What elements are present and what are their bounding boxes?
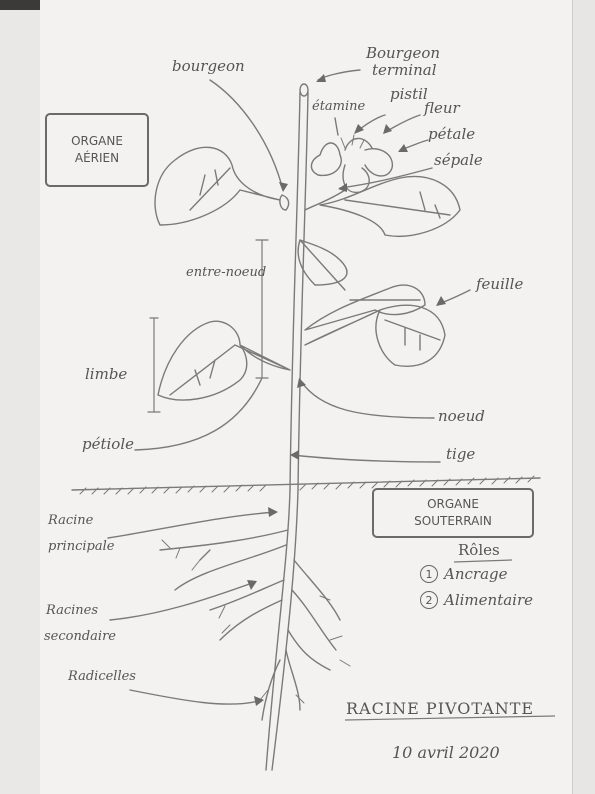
leaf-top-left (154, 146, 281, 226)
label-noeud: noeud (438, 407, 485, 425)
label-bourgeon: bourgeon (172, 57, 245, 75)
stem (289, 91, 309, 491)
flower-stalk (304, 189, 346, 211)
label-limbe: limbe (85, 365, 128, 383)
arrowhead-sepale (338, 183, 347, 192)
leader-tige (291, 454, 441, 463)
label-petale: pétale (428, 125, 476, 143)
label-racine-principale-2: principale (48, 539, 115, 554)
label-feuille: feuille (476, 275, 524, 293)
label-bourgeon-terminal-2: terminal (372, 61, 437, 79)
footer-title: RACINE PIVOTANTE (346, 699, 535, 718)
radicelles (161, 539, 351, 704)
label-bourgeon-terminal-1: Bourgeon (366, 44, 441, 62)
label-pistil: pistil (390, 85, 428, 103)
organe-souterrain-line-1: ORGANE (427, 497, 479, 511)
label-tige: tige (446, 445, 476, 463)
leader-bourgeon (209, 79, 284, 191)
role-item-2: 2 Alimentaire (420, 591, 533, 609)
title-underline (344, 715, 556, 721)
arrowhead-racines-sec (247, 580, 257, 590)
arrowhead-tige (290, 450, 299, 460)
label-racines-secondaires-2: secondaire (44, 629, 116, 644)
taproot (265, 489, 299, 771)
label-entre-noeud: entre-noeud (186, 265, 267, 280)
leader-racine-principale (107, 511, 277, 539)
organe-aerien-line-1: ORGANE (71, 134, 123, 148)
arrowhead-fleur (383, 124, 392, 134)
label-sepale: sépale (434, 151, 483, 169)
arrowhead-noeud (297, 378, 306, 388)
arrowhead-bourgeon (279, 182, 288, 192)
role-text-1: Ancrage (444, 564, 508, 583)
organe-souterrain-box: ORGANE SOUTERRAIN (372, 488, 534, 538)
role-item-1: 1 Ancrage (420, 565, 508, 583)
label-etamine: étamine (312, 99, 366, 114)
label-radicelles: Radicelles (68, 669, 136, 684)
leaf-mid-right-1 (304, 284, 426, 331)
footer-date: 10 avril 2020 (392, 743, 500, 762)
role-number-2: 2 (420, 591, 438, 609)
leader-sepale (339, 167, 433, 189)
leader-fleur-arrow-2 (199, 549, 211, 561)
arrowhead-petale (398, 144, 408, 152)
leader-racines-secondaires (109, 581, 256, 621)
role-text-2: Alimentaire (444, 590, 534, 609)
arrowhead-terminal (316, 74, 326, 82)
arrowhead-racine (268, 507, 278, 517)
bud (279, 194, 290, 211)
leader-petiole (134, 377, 263, 451)
arrowhead-radicelles (254, 696, 264, 706)
organe-aerien-box: ORGANE AÉRIEN (45, 113, 149, 187)
label-racine-principale-1: Racine (48, 513, 94, 528)
role-number-1: 1 (420, 565, 438, 583)
organe-aerien-line-2: AÉRIEN (74, 151, 120, 165)
organe-souterrain-line-2: SOUTERRAIN (414, 514, 492, 528)
flower-petals (310, 137, 394, 194)
label-petiole: pétiole (82, 435, 135, 453)
label-racines-secondaires-1: Racines (46, 603, 99, 618)
arrowhead-feuille (436, 296, 446, 306)
page-edge (572, 0, 595, 794)
roles-title: Rôles (458, 541, 500, 559)
leader-radicelles (129, 689, 263, 705)
leaf-mid-upper (297, 239, 348, 291)
ground-hatching (79, 475, 535, 495)
limbe-bracket (147, 317, 161, 413)
leaf-top-right (319, 175, 461, 237)
label-fleur: fleur (424, 99, 460, 117)
terminal-bud (299, 83, 309, 97)
leader-noeud (299, 379, 435, 419)
leader-etamine (334, 117, 339, 136)
leaf-mid-right-2 (304, 304, 446, 367)
arrowhead-pistil (354, 124, 364, 134)
flower-stamens (340, 134, 365, 149)
